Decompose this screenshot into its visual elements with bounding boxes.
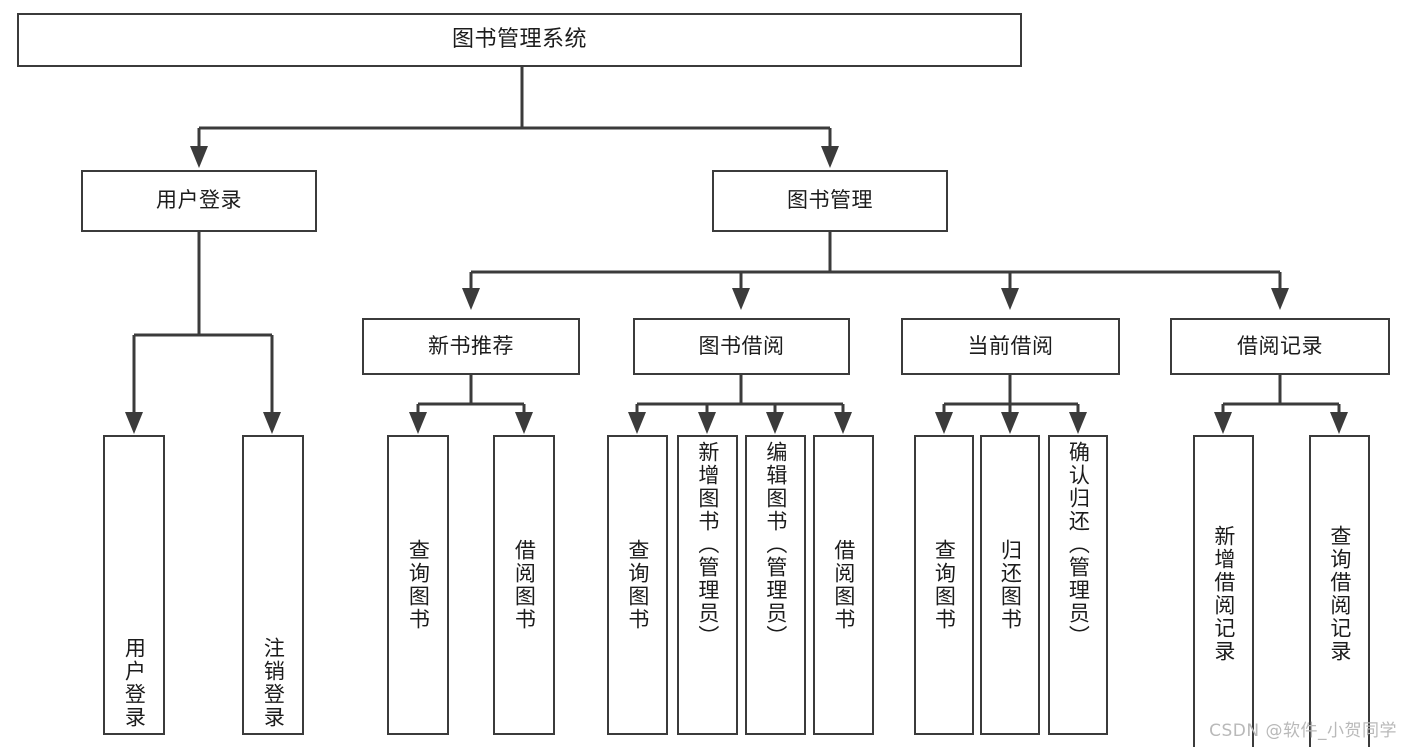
node-book-borrow[interactable]: 图书借阅 [633, 318, 850, 375]
node-leaf-current-return-label: 归还图书 [998, 539, 1023, 631]
arrow-leaf-bb-3 [766, 412, 784, 434]
node-leaf-record-add[interactable]: 新增借阅记录 [1193, 435, 1254, 747]
arrow-new-book [462, 288, 480, 310]
node-leaf-record-query-label: 查询借阅记录 [1327, 525, 1352, 663]
arrow-borrow-record [1271, 288, 1289, 310]
node-leaf-current-confirm-label: 确认归还（管理员） [1066, 441, 1091, 648]
node-borrow-record[interactable]: 借阅记录 [1170, 318, 1390, 375]
arrow-leaf-cb-2 [1001, 412, 1019, 434]
node-new-book-recommend-label: 新书推荐 [428, 333, 514, 358]
node-book-management-label: 图书管理 [787, 188, 873, 213]
node-book-management[interactable]: 图书管理 [712, 170, 948, 232]
arrow-leaf-cb-1 [935, 412, 953, 434]
node-leaf-user-login-logout[interactable]: 注销登录 [242, 435, 304, 735]
arrow-current-borrow [1001, 288, 1019, 310]
node-leaf-current-query[interactable]: 查询图书 [914, 435, 974, 735]
arrowheads [125, 146, 1348, 434]
node-leaf-record-add-label: 新增借阅记录 [1211, 525, 1236, 663]
node-leaf-newbook-borrow-label: 借阅图书 [512, 539, 537, 631]
arrow-book-mgmt [821, 146, 839, 168]
node-current-borrow-label: 当前借阅 [967, 333, 1054, 358]
arrow-user-login [190, 146, 208, 168]
arrow-leaf-br-1 [1214, 412, 1232, 434]
node-user-login-label: 用户登录 [156, 188, 242, 213]
arrow-leaf-bb-2 [698, 412, 716, 434]
node-root-system[interactable]: 图书管理系统 [17, 13, 1022, 67]
node-leaf-user-login-login[interactable]: 用户登录 [103, 435, 165, 735]
node-leaf-newbook-borrow[interactable]: 借阅图书 [493, 435, 555, 735]
node-user-login[interactable]: 用户登录 [81, 170, 317, 232]
node-leaf-newbook-query-label: 查询图书 [406, 539, 431, 631]
arrow-leaf-cb-3 [1069, 412, 1087, 434]
arrow-leaf-nb-1 [409, 412, 427, 434]
node-leaf-user-login-login-label: 用户登录 [122, 637, 147, 729]
arrow-leaf-bb-1 [628, 412, 646, 434]
node-leaf-newbook-query[interactable]: 查询图书 [387, 435, 449, 735]
arrow-leaf-bb-4 [834, 412, 852, 434]
node-leaf-current-return[interactable]: 归还图书 [980, 435, 1040, 735]
node-leaf-borrow-lend-label: 借阅图书 [831, 539, 856, 631]
node-leaf-borrow-add[interactable]: 新增图书（管理员） [677, 435, 738, 735]
node-leaf-borrow-edit[interactable]: 编辑图书（管理员） [745, 435, 806, 735]
arrow-leaf-br-2 [1330, 412, 1348, 434]
node-leaf-borrow-lend[interactable]: 借阅图书 [813, 435, 874, 735]
node-borrow-record-label: 借阅记录 [1237, 333, 1323, 358]
arrow-leaf-nb-2 [515, 412, 533, 434]
node-leaf-borrow-query[interactable]: 查询图书 [607, 435, 668, 735]
arrow-leaf-ul-1 [125, 412, 143, 434]
node-leaf-current-confirm[interactable]: 确认归还（管理员） [1048, 435, 1108, 735]
arrow-book-borrow [732, 288, 750, 310]
node-current-borrow[interactable]: 当前借阅 [901, 318, 1120, 375]
node-leaf-borrow-query-label: 查询图书 [625, 539, 650, 631]
node-leaf-user-login-logout-label: 注销登录 [261, 637, 286, 729]
arrow-leaf-ul-2 [263, 412, 281, 434]
node-leaf-current-query-label: 查询图书 [932, 539, 957, 631]
node-root-system-label: 图书管理系统 [451, 26, 587, 52]
node-leaf-borrow-add-label: 新增图书（管理员） [695, 441, 720, 648]
node-book-borrow-label: 图书借阅 [698, 333, 785, 358]
node-leaf-borrow-edit-label: 编辑图书（管理员） [763, 441, 788, 648]
node-leaf-record-query[interactable]: 查询借阅记录 [1309, 435, 1370, 747]
node-new-book-recommend[interactable]: 新书推荐 [362, 318, 580, 375]
